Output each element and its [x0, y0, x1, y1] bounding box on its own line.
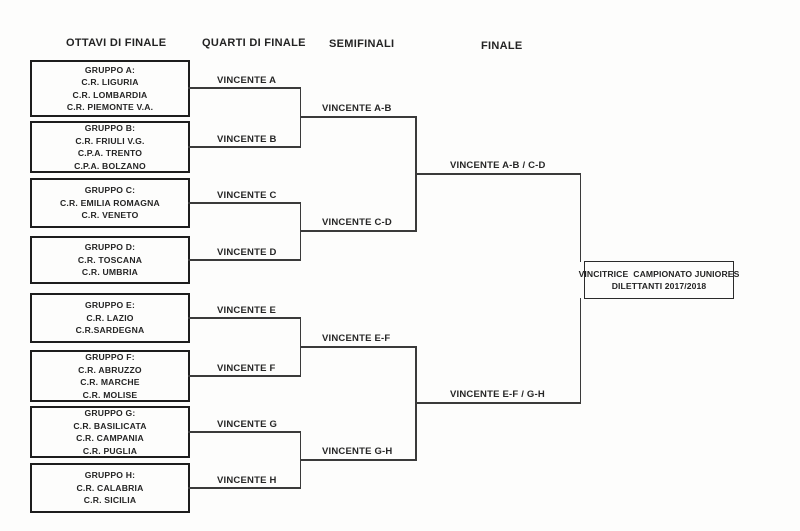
bracket-line-quarti-h: [188, 487, 301, 489]
team-name: C.R. LOMBARDIA: [72, 89, 148, 100]
bracket-connector-final-bottom: [579, 298, 582, 404]
group-box-b: GRUPPO B: C.R. FRIULI V.G. C.P.A. TRENTO…: [30, 121, 190, 173]
team-name: C.R. TOSCANA: [77, 254, 143, 265]
group-title: GRUPPO F:: [85, 352, 135, 362]
bracket-connector-final-top: [579, 173, 582, 262]
bracket-line-quarti-d: [188, 259, 301, 261]
bracket-line-quarti-f: [188, 375, 301, 377]
column-header-quarti: QUARTI DI FINALE: [202, 37, 306, 49]
team-name: C.R. VENETO: [81, 210, 139, 221]
group-title: GRUPPO D:: [84, 242, 136, 253]
bracket-line-quarti-a: [188, 87, 301, 89]
group-box-d: GRUPPO D: C.R. TOSCANA C.R. UMBRIA: [30, 236, 190, 284]
group-box-f: GRUPPO F: C.R. ABRUZZO C.R. MARCHE C.R. …: [30, 350, 190, 402]
winner-label-f: VINCENTE F: [217, 363, 276, 374]
team-name: C.P.A. BOLZANO: [74, 160, 146, 171]
winner-label-ab: VINCENTE A-B: [322, 103, 392, 114]
team-name: C.R. LAZIO: [86, 312, 134, 323]
team-name: C.R. MARCHE: [80, 377, 140, 387]
team-name: C.R. UMBRIA: [81, 267, 139, 278]
column-header-semifinali: SEMIFINALI: [329, 38, 395, 50]
winner-label-cd: VINCENTE C-D: [322, 217, 392, 228]
team-name: C.P.A. TRENTO: [77, 148, 143, 158]
bracket-line-finale-efgh: [415, 402, 581, 404]
group-title: GRUPPO G:: [84, 408, 136, 418]
champion-title-line1: VINCITRICE CAMPIONATO JUNIORES: [578, 268, 740, 279]
group-title: GRUPPO C:: [84, 185, 136, 196]
winner-label-efgh: VINCENTE E-F / G-H: [450, 389, 545, 400]
group-title: GRUPPO H:: [84, 470, 136, 481]
team-name: C.R. LIGURIA: [81, 77, 139, 87]
team-name: C.R. FRIULI V.G.: [75, 135, 145, 146]
column-header-finale: FINALE: [481, 40, 523, 52]
winner-label-a: VINCENTE A: [217, 75, 277, 86]
group-box-a: GRUPPO A: C.R. LIGURIA C.R. LOMBARDIA C.…: [30, 60, 190, 117]
bracket-line-semi-ab: [299, 116, 417, 118]
group-title: GRUPPO B:: [84, 123, 136, 133]
champion-title-line2: DILETTANTI 2017/2018: [611, 281, 707, 291]
winner-label-e: VINCENTE E: [217, 305, 277, 316]
bracket-line-semi-cd: [299, 230, 417, 232]
winner-label-d: VINCENTE D: [217, 247, 277, 258]
winner-label-b: VINCENTE B: [217, 134, 277, 145]
team-name: C.R. MOLISE: [82, 389, 138, 400]
group-box-e: GRUPPO E: C.R. LAZIO C.R.SARDEGNA: [30, 293, 190, 343]
team-name: C.R. PUGLIA: [82, 445, 138, 456]
bracket-line-semi-gh: [299, 459, 417, 461]
winner-label-g: VINCENTE G: [217, 419, 278, 430]
team-name: C.R. PIEMONTE V.A.: [66, 102, 154, 112]
team-name: C.R. CAMPANIA: [76, 433, 144, 443]
column-header-ottavi: OTTAVI DI FINALE: [66, 37, 167, 49]
group-title: GRUPPO E:: [84, 300, 136, 311]
winner-label-gh: VINCENTE G-H: [322, 446, 393, 457]
team-name: C.R. BASILICATA: [73, 420, 147, 431]
bracket-line-quarti-c: [188, 202, 301, 204]
group-title: GRUPPO A:: [84, 64, 136, 75]
group-box-g: GRUPPO G: C.R. BASILICATA C.R. CAMPANIA …: [30, 406, 190, 458]
winner-label-abcd: VINCENTE A-B / C-D: [450, 160, 546, 171]
bracket-line-quarti-b: [188, 146, 301, 148]
group-box-c: GRUPPO C: C.R. EMILIA ROMAGNA C.R. VENET…: [30, 178, 190, 228]
bracket-line-quarti-e: [188, 317, 301, 319]
bracket-line-quarti-g: [188, 431, 301, 433]
team-name: C.R. CALABRIA: [76, 482, 144, 493]
team-name: C.R.SARDEGNA: [75, 325, 145, 336]
team-name: C.R. SICILIA: [83, 495, 137, 506]
winner-label-h: VINCENTE H: [217, 475, 277, 486]
winner-label-ef: VINCENTE E-F: [322, 333, 391, 344]
winner-label-c: VINCENTE C: [217, 190, 277, 201]
bracket-line-semi-ef: [299, 346, 417, 348]
champion-box: VINCITRICE CAMPIONATO JUNIORES DILETTANT…: [579, 261, 739, 299]
group-box-h: GRUPPO H: C.R. CALABRIA C.R. SICILIA: [30, 463, 190, 513]
team-name: C.R. ABRUZZO: [78, 364, 142, 375]
team-name: C.R. EMILIA ROMAGNA: [60, 197, 160, 208]
bracket-line-finale-abcd: [415, 173, 581, 175]
